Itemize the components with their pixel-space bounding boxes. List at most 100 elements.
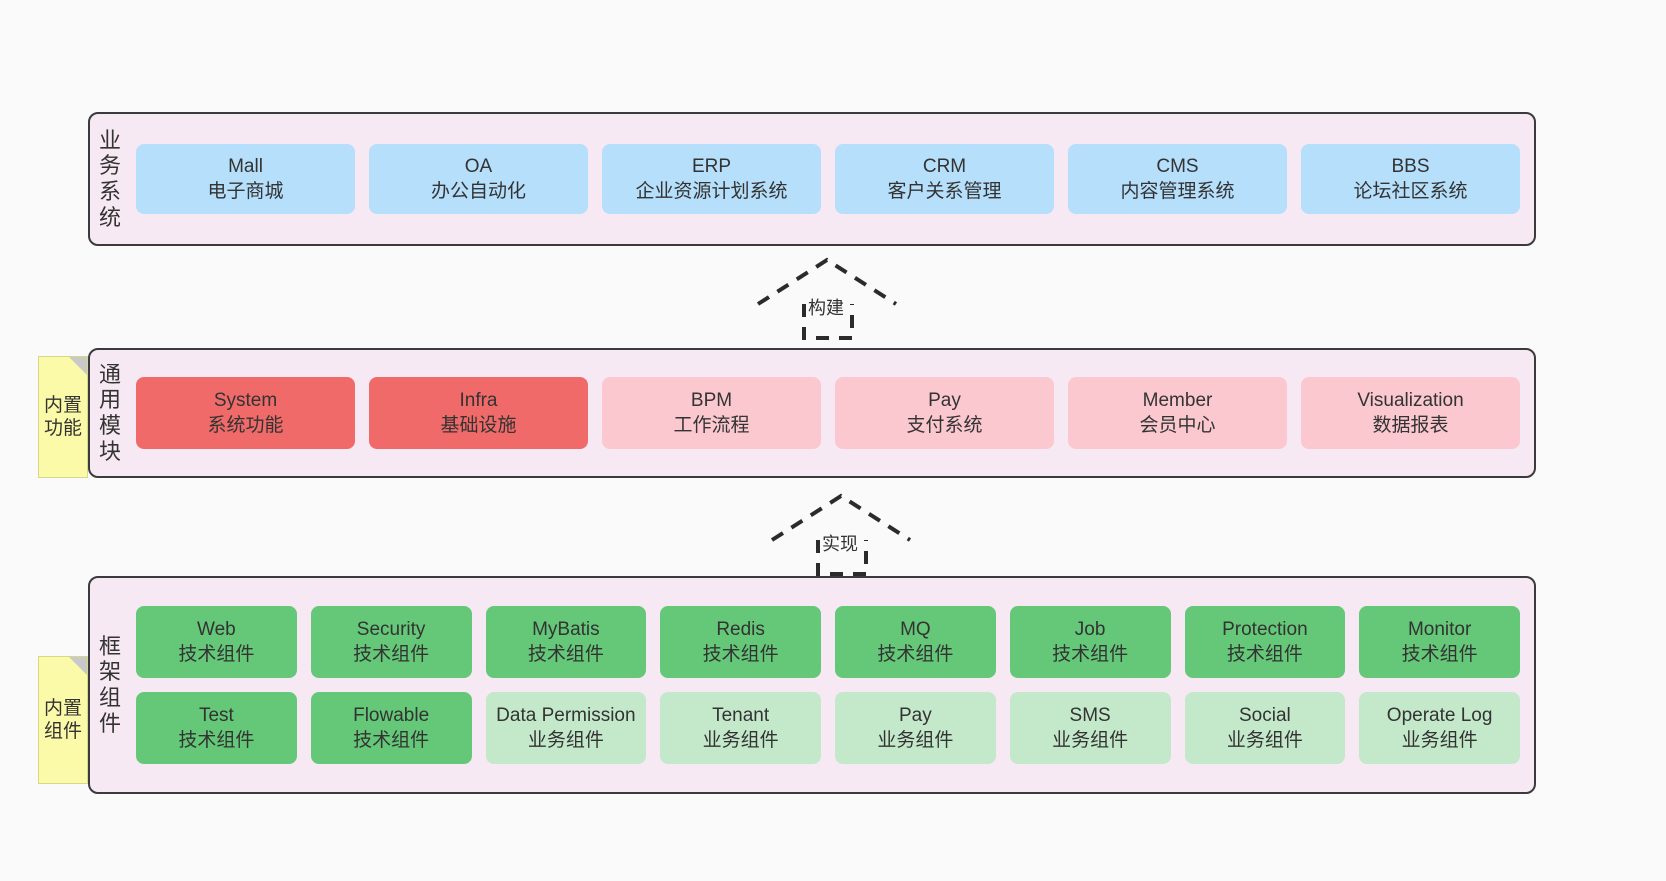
framework-box-grid: Web 技术组件 Security 技术组件 MyBatis 技术组件 Redi… [130, 578, 1534, 792]
box-name: Flowable [353, 704, 430, 726]
box-desc: 业务组件 [527, 730, 604, 751]
box-name: Data Permission [496, 704, 636, 726]
box-desc: 办公自动化 [430, 181, 526, 202]
box-desc: 业务组件 [702, 730, 779, 751]
box-name: MQ [900, 618, 931, 640]
layer-framework-components: 框架组件 Web 技术组件 Security 技术组件 MyBatis 技术组件… [88, 576, 1536, 794]
box-desc: 技术组件 [702, 644, 779, 665]
sticky-note-builtin-component: 内置组件 [38, 656, 88, 784]
common-box-member[interactable]: Member 会员中心 [1068, 377, 1287, 449]
common-box-system[interactable]: System 系统功能 [136, 377, 355, 449]
box-desc: 业务组件 [1226, 730, 1303, 751]
framework-box-tenant[interactable]: Tenant 业务组件 [660, 692, 821, 764]
common-box-bpm[interactable]: BPM 工作流程 [602, 377, 821, 449]
business-box-bbs[interactable]: BBS 论坛社区系统 [1301, 144, 1520, 214]
box-desc: 系统功能 [207, 415, 284, 436]
framework-box-redis[interactable]: Redis 技术组件 [660, 606, 821, 678]
box-name: MyBatis [532, 618, 600, 640]
business-box-mall[interactable]: Mall 电子商城 [136, 144, 355, 214]
box-name: Monitor [1407, 618, 1472, 640]
framework-box-operate-log[interactable]: Operate Log 业务组件 [1359, 692, 1520, 764]
framework-box-flowable[interactable]: Flowable 技术组件 [310, 692, 472, 764]
box-name: BPM [690, 389, 733, 411]
box-name: Protection [1222, 618, 1308, 640]
layer-title-business: 业务系统 [98, 127, 121, 230]
note-fold-icon [69, 657, 87, 675]
box-desc: 业务组件 [877, 730, 954, 751]
connector-implement-label: 实现 [822, 534, 858, 554]
box-name: Security [356, 618, 426, 640]
box-name: Mall [228, 155, 263, 177]
box-name: SMS [1069, 704, 1111, 726]
box-desc: 技术组件 [1052, 644, 1129, 665]
framework-box-mybatis[interactable]: MyBatis 技术组件 [485, 606, 647, 678]
sticky-note-builtin-function: 内置功能 [38, 356, 88, 478]
business-box-row: Mall 电子商城 OA 办公自动化 ERP 企业资源计划系统 CRM 客户关系… [130, 114, 1534, 244]
note-label: 内置功能 [43, 394, 82, 439]
framework-row-technical: Web 技术组件 Security 技术组件 MyBatis 技术组件 Redi… [136, 606, 1520, 678]
connector-implement-arrow: 实现 [770, 493, 912, 576]
box-desc: 内容管理系统 [1120, 181, 1235, 202]
box-desc: 工作流程 [673, 415, 750, 436]
box-name: Member [1142, 389, 1213, 411]
box-name: OA [464, 155, 493, 177]
common-box-infra[interactable]: Infra 基础设施 [369, 377, 588, 449]
layer-common-modules: 通用模块 System 系统功能 Infra 基础设施 BPM 工作流程 Pay… [88, 348, 1536, 478]
box-desc: 数据报表 [1372, 415, 1449, 436]
box-name: Social [1239, 704, 1291, 726]
box-desc: 技术组件 [877, 644, 954, 665]
business-box-cms[interactable]: CMS 内容管理系统 [1068, 144, 1287, 214]
business-box-erp[interactable]: ERP 企业资源计划系统 [602, 144, 821, 214]
box-desc: 技术组件 [1226, 644, 1303, 665]
box-name: Web [197, 618, 236, 640]
box-desc: 客户关系管理 [887, 181, 1002, 202]
box-desc: 技术组件 [178, 730, 255, 751]
box-name: Operate Log [1386, 704, 1493, 726]
box-desc: 论坛社区系统 [1353, 181, 1468, 202]
box-desc: 技术组件 [353, 730, 430, 751]
box-name: ERP [691, 155, 732, 177]
box-name: Visualization [1357, 389, 1464, 411]
framework-row-business: Test 技术组件 Flowable 技术组件 Data Permission … [136, 692, 1520, 764]
box-name: Test [198, 704, 234, 726]
framework-box-security[interactable]: Security 技术组件 [310, 606, 472, 678]
box-name: Tenant [712, 704, 770, 726]
note-label: 内置组件 [43, 697, 82, 742]
box-name: Infra [459, 389, 498, 411]
box-desc: 基础设施 [440, 415, 517, 436]
framework-box-pay[interactable]: Pay 业务组件 [835, 692, 996, 764]
box-name: Redis [716, 618, 765, 640]
framework-box-mq[interactable]: MQ 技术组件 [835, 606, 996, 678]
box-name: CRM [922, 155, 967, 177]
box-name: BBS [1391, 155, 1430, 177]
common-box-pay[interactable]: Pay 支付系统 [835, 377, 1054, 449]
note-fold-icon [69, 357, 87, 375]
framework-box-monitor[interactable]: Monitor 技术组件 [1359, 606, 1520, 678]
box-desc: 企业资源计划系统 [635, 181, 788, 202]
box-name: System [213, 389, 278, 411]
common-box-row: System 系统功能 Infra 基础设施 BPM 工作流程 Pay 支付系统… [130, 350, 1534, 476]
box-desc: 会员中心 [1139, 415, 1216, 436]
framework-box-sms[interactable]: SMS 业务组件 [1009, 692, 1171, 764]
box-desc: 支付系统 [906, 415, 983, 436]
box-desc: 技术组件 [353, 644, 430, 665]
framework-box-protection[interactable]: Protection 技术组件 [1184, 606, 1346, 678]
box-desc: 技术组件 [1401, 644, 1478, 665]
box-desc: 电子商城 [207, 181, 284, 202]
business-box-crm[interactable]: CRM 客户关系管理 [835, 144, 1054, 214]
box-name: Pay [928, 389, 961, 411]
framework-box-data-permission[interactable]: Data Permission 业务组件 [485, 692, 647, 764]
framework-box-test[interactable]: Test 技术组件 [136, 692, 297, 764]
generalization-arrow-icon [770, 493, 912, 576]
framework-box-social[interactable]: Social 业务组件 [1184, 692, 1346, 764]
generalization-arrow-icon [756, 257, 898, 340]
framework-box-web[interactable]: Web 技术组件 [136, 606, 297, 678]
business-box-oa[interactable]: OA 办公自动化 [369, 144, 588, 214]
box-name: CMS [1156, 155, 1199, 177]
box-name: Pay [899, 704, 932, 726]
layer-title-framework: 框架组件 [98, 633, 121, 736]
layer-business-systems: 业务系统 Mall 电子商城 OA 办公自动化 ERP 企业资源计划系统 CRM… [88, 112, 1536, 246]
framework-box-job[interactable]: Job 技术组件 [1009, 606, 1171, 678]
common-box-visualization[interactable]: Visualization 数据报表 [1301, 377, 1520, 449]
connector-build-arrow: 构建 [756, 257, 898, 340]
